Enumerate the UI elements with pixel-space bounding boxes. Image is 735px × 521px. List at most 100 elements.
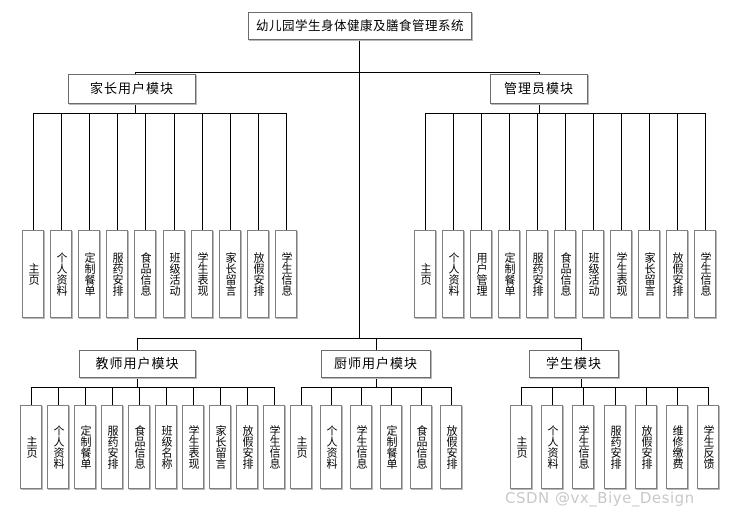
teacher-module-node[interactable]: 教师用户模块	[79, 350, 196, 378]
connector-admin-leaf-4	[537, 113, 538, 230]
connector-parent-leaf-2	[89, 113, 90, 230]
student-leaf-label: 主页	[514, 436, 528, 458]
student-module-node[interactable]: 学生模块	[529, 350, 619, 378]
parent-leaf-box[interactable]: 班级活动	[163, 230, 185, 318]
admin-leaf-box[interactable]: 家长留言	[638, 230, 660, 318]
student-leaf-label: 学生信息	[576, 425, 590, 469]
connector-parent-leaf-bar	[33, 113, 286, 114]
connector-teacher-leaf-6	[193, 387, 194, 405]
admin-leaf-label: 主页	[418, 263, 432, 285]
connector-admin-leaf-6	[593, 113, 594, 230]
teacher-leaf-label: 主页	[24, 436, 38, 458]
admin-leaf-box[interactable]: 学生信息	[694, 230, 716, 318]
teacher-leaf-box[interactable]: 放假安排	[236, 405, 258, 489]
admin-leaf-label: 学生信息	[698, 252, 712, 296]
connector-teacher-leaf-3	[112, 387, 113, 405]
parent-leaf-box[interactable]: 放假安排	[247, 230, 269, 318]
parent-leaf-box[interactable]: 学生信息	[275, 230, 297, 318]
admin-leaf-box[interactable]: 学生表现	[610, 230, 632, 318]
connector-student-leaf-0	[521, 387, 522, 405]
watermark: CSDN @vx_Biye_Design	[505, 489, 695, 507]
connector-parent-leaf-3	[117, 113, 118, 230]
connector-admin-leaf-8	[649, 113, 650, 230]
connector-teacher-leaf-8	[247, 387, 248, 405]
student-leaf-box[interactable]: 学生信息	[572, 405, 594, 489]
student-leaf-box[interactable]: 主页	[510, 405, 532, 489]
connector-parent-leaf-7	[230, 113, 231, 230]
admin-leaf-label: 定制餐单	[502, 252, 516, 296]
student-leaf-box[interactable]: 维修缴费	[666, 405, 688, 489]
parent-module-label: 家长用户模块	[89, 81, 174, 97]
connector-teacher-leaf-7	[220, 387, 221, 405]
admin-leaf-box[interactable]: 班级活动	[582, 230, 604, 318]
connector-admin-leaf-10	[705, 113, 706, 230]
student-leaf-box[interactable]: 个人资料	[541, 405, 563, 489]
student-leaf-box[interactable]: 学生反馈	[697, 405, 719, 489]
teacher-leaf-box[interactable]: 定制餐单	[74, 405, 96, 489]
admin-leaf-box[interactable]: 定制餐单	[498, 230, 520, 318]
parent-leaf-box[interactable]: 定制餐单	[78, 230, 100, 318]
connector-admin-leaf-2	[481, 113, 482, 230]
parent-leaf-label: 食品信息	[138, 252, 152, 296]
teacher-leaf-label: 放假安排	[240, 425, 254, 469]
admin-leaf-box[interactable]: 用户管理	[470, 230, 492, 318]
teacher-leaf-label: 食品信息	[132, 425, 146, 469]
connector-parent-leaf-5	[174, 113, 175, 230]
connector-student-leaf-2	[583, 387, 584, 405]
student-leaf-box[interactable]: 放假安排	[635, 405, 657, 489]
connector-student-leaf-5	[677, 387, 678, 405]
student-leaf-box[interactable]: 服药安排	[604, 405, 626, 489]
student-leaf-label: 个人资料	[545, 425, 559, 469]
connector-teacher-leaf-bar	[31, 387, 274, 388]
parent-leaf-box[interactable]: 个人资料	[50, 230, 72, 318]
teacher-leaf-box[interactable]: 个人资料	[47, 405, 69, 489]
teacher-leaf-box[interactable]: 主页	[20, 405, 42, 489]
teacher-leaf-box[interactable]: 服药安排	[101, 405, 123, 489]
chef-leaf-box[interactable]: 放假安排	[440, 405, 462, 489]
teacher-leaf-box[interactable]: 学生信息	[263, 405, 285, 489]
parent-leaf-box[interactable]: 主页	[22, 230, 44, 318]
admin-leaf-label: 服药安排	[530, 252, 544, 296]
admin-leaf-label: 放假安排	[670, 252, 684, 296]
parent-leaf-box[interactable]: 学生表现	[191, 230, 213, 318]
admin-leaf-label: 食品信息	[558, 252, 572, 296]
student-leaf-label: 学生反馈	[701, 425, 715, 469]
admin-leaf-box[interactable]: 服药安排	[526, 230, 548, 318]
parent-leaf-box[interactable]: 服药安排	[106, 230, 128, 318]
parent-leaf-box[interactable]: 食品信息	[134, 230, 156, 318]
teacher-leaf-box[interactable]: 班级名称	[155, 405, 177, 489]
admin-module-node[interactable]: 管理员模块	[490, 74, 588, 104]
connector-parent-leaf-4	[145, 113, 146, 230]
chef-leaf-label: 个人资料	[324, 425, 338, 469]
chef-leaf-label: 放假安排	[444, 425, 458, 469]
chef-leaf-box[interactable]: 个人资料	[320, 405, 342, 489]
connector-parent-leaf-0	[33, 113, 34, 230]
root-node[interactable]: 幼儿园学生身体健康及膳食管理系统	[248, 12, 472, 40]
connector-student-module-stem	[581, 378, 582, 387]
admin-leaf-box[interactable]: 食品信息	[554, 230, 576, 318]
chef-leaf-box[interactable]: 定制餐单	[380, 405, 402, 489]
chef-leaf-box[interactable]: 食品信息	[410, 405, 432, 489]
parent-leaf-label: 放假安排	[251, 252, 265, 296]
parent-leaf-box[interactable]: 家长留言	[219, 230, 241, 318]
chef-leaf-box[interactable]: 主页	[290, 405, 312, 489]
parent-leaf-label: 班级活动	[167, 252, 181, 296]
connector-root-trunk	[359, 40, 360, 73]
connector-chef-leaf-0	[301, 387, 302, 405]
connector-admin-leaf-0	[425, 113, 426, 230]
teacher-leaf-label: 个人资料	[51, 425, 65, 469]
teacher-leaf-box[interactable]: 学生表现	[182, 405, 204, 489]
teacher-leaf-box[interactable]: 家长留言	[209, 405, 231, 489]
parent-module-node[interactable]: 家长用户模块	[68, 74, 196, 104]
chef-module-node[interactable]: 厨师用户模块	[321, 350, 431, 378]
student-module-label: 学生模块	[545, 356, 602, 372]
connector-level2-bar	[135, 72, 539, 73]
teacher-leaf-box[interactable]: 食品信息	[128, 405, 150, 489]
connector-student-leaf-4	[646, 387, 647, 405]
admin-leaf-box[interactable]: 个人资料	[442, 230, 464, 318]
admin-leaf-box[interactable]: 放假安排	[666, 230, 688, 318]
parent-leaf-label: 学生表现	[195, 252, 209, 296]
chef-leaf-box[interactable]: 学生信息	[350, 405, 372, 489]
admin-leaf-box[interactable]: 主页	[414, 230, 436, 318]
